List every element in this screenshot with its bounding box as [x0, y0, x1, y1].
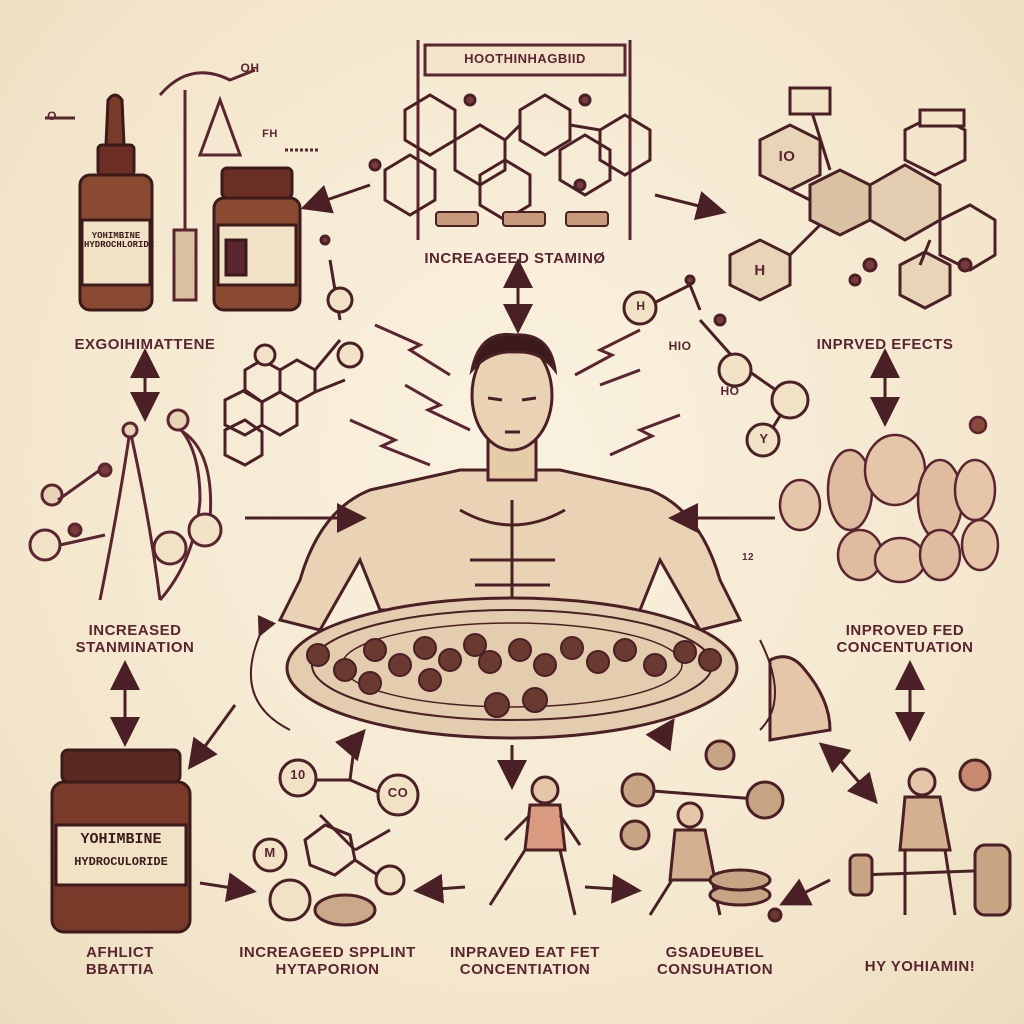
sign-board-icon — [416, 40, 632, 240]
curve-arrow-icon — [249, 614, 291, 731]
label-bottom-5: HY YOHIAMIN! — [864, 958, 976, 975]
tag-12: 12 — [741, 552, 755, 563]
brain-icon — [778, 415, 1000, 584]
supplement-jar-icon — [50, 748, 192, 934]
arrow-icon — [110, 183, 925, 906]
tag-h: H — [636, 299, 646, 313]
pill-stack-icon — [435, 211, 609, 227]
pill-tray-icon — [285, 596, 739, 740]
molecule-icon — [223, 234, 364, 467]
tag-co: CO — [387, 785, 409, 800]
tag-y: Y — [759, 431, 769, 446]
muscular-man-icon — [277, 332, 743, 632]
label-top-left: EXGOIHIMATTENE — [74, 336, 216, 353]
tag-h2: H — [754, 262, 766, 279]
label-top-right: INPRVED EFECTS — [816, 336, 954, 353]
tag-fh: FH — [262, 128, 278, 140]
label-bottom-4: GSADEUBEL CONSUHATION — [656, 944, 774, 979]
tag-oh: OH — [240, 61, 260, 75]
label-bottom-2: INCREAGEED SPPLINT HYTAPORION — [239, 944, 416, 979]
label-bottom-1: AFHLICT BBATTIA — [85, 944, 155, 979]
jar-label-line-1: YOHIMBINE — [80, 831, 162, 848]
dropper-bottle-icon — [78, 93, 154, 312]
curve-arrow-icon — [759, 639, 776, 731]
athlete-icon — [488, 775, 582, 916]
molecule-icon — [368, 93, 652, 222]
lightning-icon — [349, 323, 681, 467]
flask-icon — [45, 68, 320, 302]
supplement-jar-icon — [212, 166, 302, 312]
sign-text: HOOTHINHAGBIID — [464, 51, 586, 66]
label-mid-right: INPROVED FED CONCENTUATION — [836, 622, 974, 657]
jar-label-line-2: HYDROCULORIDE — [74, 855, 168, 869]
tag-ho: HO — [720, 384, 740, 398]
tag-io: IO — [778, 148, 796, 165]
molecule-icon — [252, 734, 420, 927]
label-bottom-3: INPRAVED EAT FET CONCENTIATION — [450, 944, 600, 979]
molecule-figure-icon — [28, 408, 223, 601]
label-top-center: INCREAGEED STAMINØ — [424, 250, 606, 267]
athlete-icon — [768, 655, 1012, 917]
barbell-icon — [619, 739, 785, 923]
tag-o: O — [47, 109, 57, 123]
molecule-icon — [728, 86, 997, 310]
tag-10: 10 — [290, 767, 306, 782]
dropper-bottle-label: YOHIMBINE HYDROCHLORIDE — [84, 231, 155, 251]
tag-m: M — [264, 845, 276, 860]
label-mid-left: INCREASED STANMINATION — [75, 622, 195, 657]
tag-hio: HIO — [668, 339, 692, 353]
molecule-icon — [622, 274, 810, 458]
